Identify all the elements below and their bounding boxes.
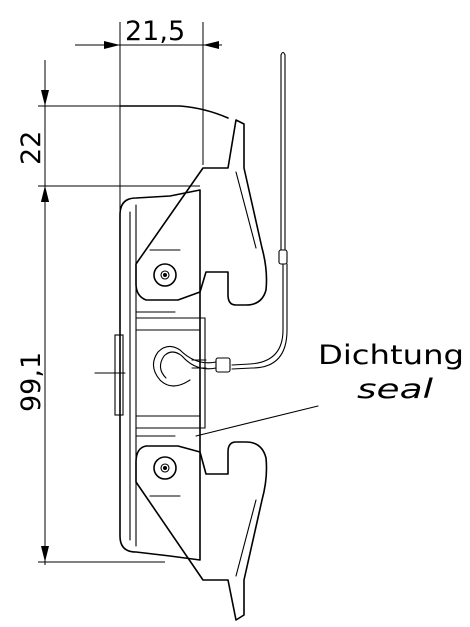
wire — [152, 51, 288, 387]
seal-callout: Dichtung seal — [195, 340, 464, 437]
housing — [94, 105, 229, 561]
seal-label-en: seal — [357, 374, 434, 405]
upper-lever — [135, 119, 268, 306]
dimension-height: 99,1 — [16, 186, 165, 565]
dimension-top-label: 22 — [16, 131, 47, 165]
seal-label-de: Dichtung — [318, 340, 464, 371]
lower-lever — [135, 441, 268, 621]
dimension-height-label: 99,1 — [16, 352, 47, 412]
dimension-top: 22 — [16, 60, 200, 202]
dimension-width: 21,5 — [75, 16, 222, 215]
dimension-width-label: 21,5 — [125, 16, 185, 47]
